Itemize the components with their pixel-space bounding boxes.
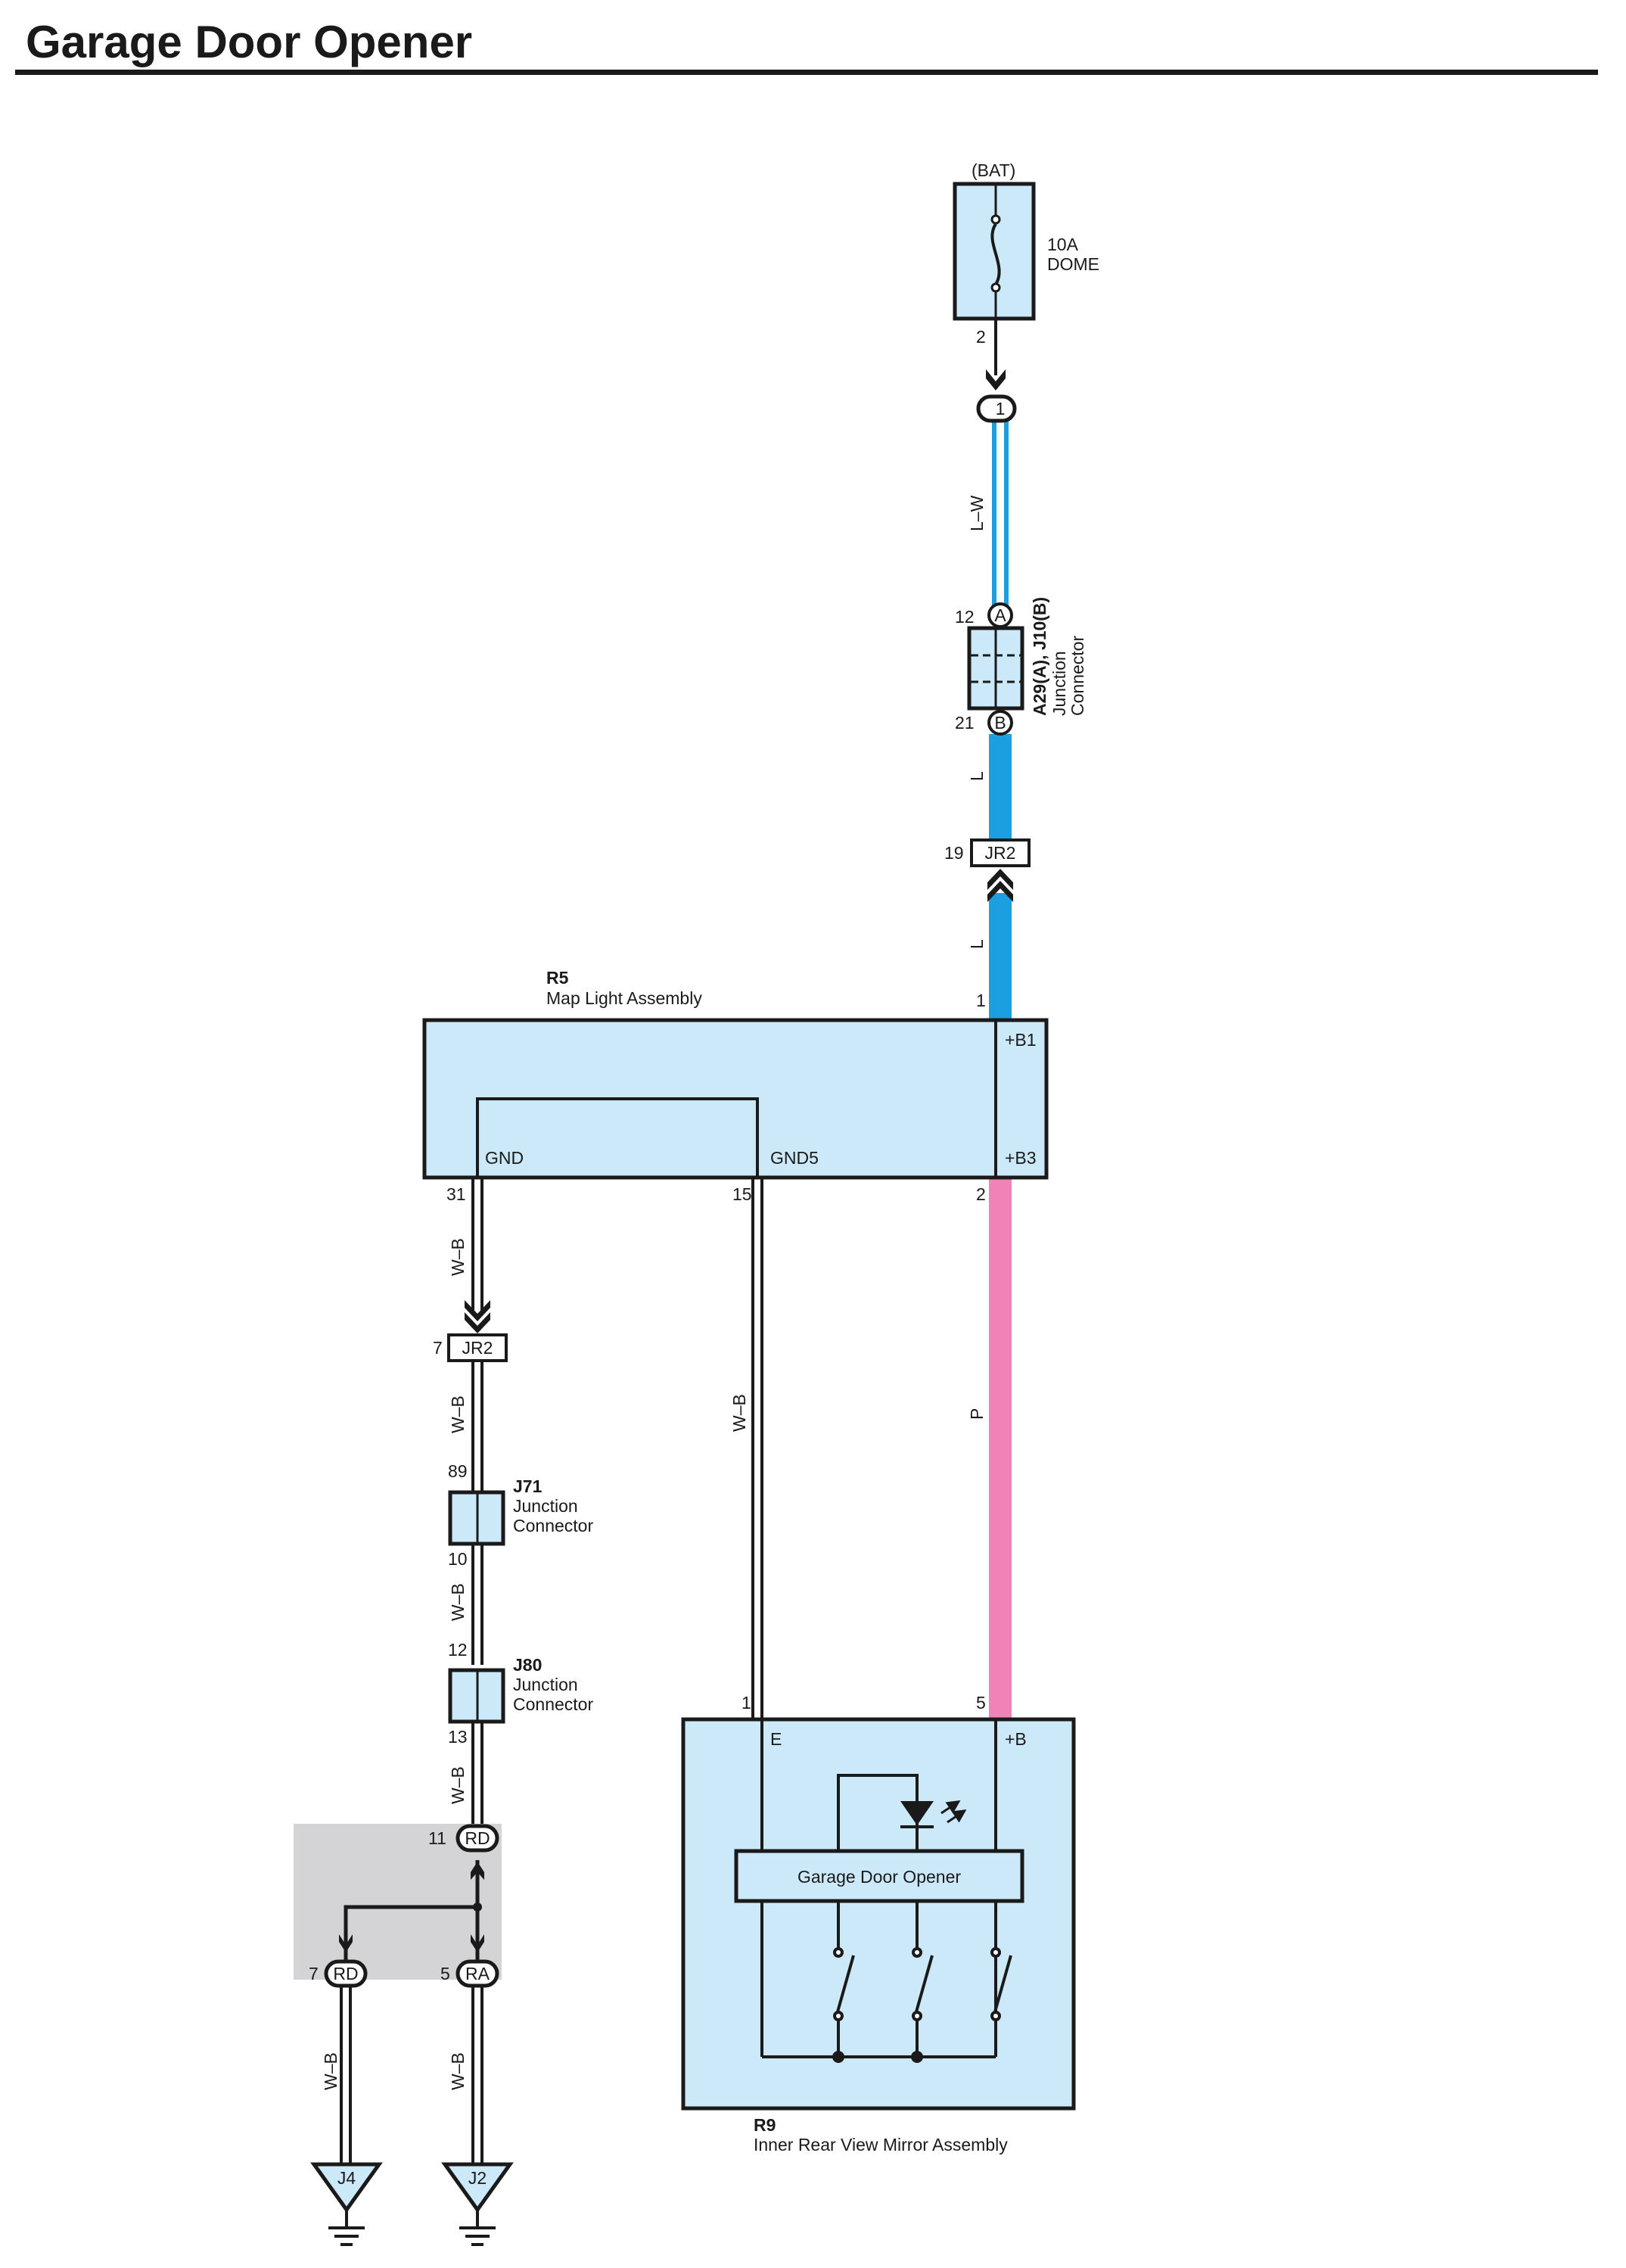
r5-terminal-gnd5: GND5 bbox=[770, 1148, 819, 1168]
junction-a29-letter-top: A bbox=[994, 605, 1006, 625]
junction-a29-pin-bottom: 21 bbox=[955, 713, 975, 733]
r5-pin-15: 15 bbox=[732, 1184, 752, 1204]
wire-label-l2: L bbox=[967, 939, 987, 949]
junction-a29-line1: Junction bbox=[1049, 651, 1069, 716]
j71-line2: Connector bbox=[513, 1516, 593, 1535]
jr2-left-chevron-icon bbox=[465, 1300, 490, 1321]
j80-line2: Connector bbox=[513, 1694, 593, 1714]
r9-pin-1: 1 bbox=[741, 1693, 751, 1713]
ground-j2-label: J2 bbox=[468, 2168, 487, 2188]
garage-door-opener-module bbox=[734, 1849, 1024, 1903]
inline-connector-1 bbox=[976, 394, 1017, 423]
fuse-rating-label: 10A bbox=[1047, 235, 1079, 254]
wire-l-lower bbox=[989, 893, 1012, 1020]
wire-label-wb1: W–B bbox=[448, 1238, 468, 1276]
r5-id: R5 bbox=[546, 968, 569, 988]
wire-label-wb5: W–B bbox=[729, 1394, 749, 1432]
wire-w-b-j4 bbox=[340, 1986, 352, 2164]
j71-pin-top: 89 bbox=[448, 1461, 468, 1481]
splice-rd-top bbox=[455, 1824, 499, 1853]
junction-a29-dividers bbox=[971, 628, 1021, 708]
splice-rd-top-label: RD bbox=[465, 1828, 490, 1848]
jr2-left-id: JR2 bbox=[462, 1338, 493, 1358]
j80-pin-bottom: 13 bbox=[448, 1727, 468, 1747]
j71-line1: Junction bbox=[513, 1496, 578, 1516]
wire-w-b-gnd bbox=[471, 1179, 483, 1824]
page-title: Garage Door Opener bbox=[26, 17, 472, 67]
jr2-top-id: JR2 bbox=[985, 843, 1016, 863]
j80-line1: Junction bbox=[513, 1675, 578, 1694]
wire-label-wb3: W–B bbox=[448, 1583, 468, 1621]
junction-dot bbox=[832, 2051, 844, 2063]
wire-l-w bbox=[992, 421, 1009, 605]
wire-p bbox=[989, 1179, 1012, 1718]
ground-j4-label: J4 bbox=[337, 2168, 356, 2188]
splice-ra-label: RA bbox=[465, 1964, 490, 1983]
wire-label-wb2: W–B bbox=[448, 1395, 468, 1433]
r9-terminal-e: E bbox=[770, 1729, 782, 1749]
r5-terminal-b1: +B1 bbox=[1005, 1030, 1037, 1050]
r5-terminal-gnd: GND bbox=[485, 1148, 524, 1168]
ground-j2-icon bbox=[441, 2162, 514, 2246]
r5-name: Map Light Assembly bbox=[546, 988, 702, 1008]
r5-terminal-b3: +B3 bbox=[1005, 1148, 1037, 1168]
splice-ra-pin: 5 bbox=[440, 1964, 450, 1983]
wire-label-lw: L–W bbox=[967, 495, 987, 531]
r9-terminal-b: +B bbox=[1005, 1729, 1027, 1749]
r9-id: R9 bbox=[754, 2115, 776, 2135]
junction-dot bbox=[911, 2051, 923, 2063]
junction-a29-pin-top: 12 bbox=[955, 607, 975, 627]
junction-a29-line2: Connector bbox=[1068, 636, 1087, 716]
wire-label-l1: L bbox=[967, 771, 987, 781]
jr2-top-chevron2-icon bbox=[987, 881, 1013, 902]
title-rule bbox=[15, 70, 1598, 75]
wire-label-wb4: W–B bbox=[448, 1766, 468, 1804]
j80-pin-top: 12 bbox=[448, 1640, 468, 1660]
junction-a29-letter-bottom: B bbox=[994, 713, 1006, 733]
jr2-left-pin: 7 bbox=[433, 1338, 443, 1358]
r9-pin-5: 5 bbox=[976, 1693, 986, 1713]
fuse-pin-label: 2 bbox=[976, 327, 986, 347]
r9-name: Inner Rear View Mirror Assembly bbox=[754, 2135, 1008, 2154]
splice-rd bbox=[324, 1959, 368, 1988]
inline-connector-pin: 1 bbox=[996, 399, 1006, 418]
jr2-top-connector bbox=[970, 838, 1031, 867]
r9-inner-rear-view-mirror-assembly bbox=[681, 1717, 1076, 2111]
fuse-source-label: (BAT) bbox=[972, 160, 1015, 180]
garage-door-opener-label: Garage Door Opener bbox=[797, 1867, 961, 1887]
switch-icon bbox=[833, 1901, 1012, 2057]
wire-w-b-gnd5 bbox=[751, 1179, 763, 1718]
jr2-left-connector bbox=[447, 1333, 508, 1362]
fuse-name-label: DOME bbox=[1047, 254, 1099, 274]
r5-internal-gnd-line bbox=[476, 1097, 759, 1178]
splice-branch bbox=[339, 1860, 484, 1962]
splice-ra bbox=[455, 1959, 499, 1988]
r5-pin-1: 1 bbox=[976, 991, 986, 1010]
j71-id: J71 bbox=[513, 1476, 543, 1496]
jr2-left-chevron2-icon bbox=[465, 1312, 490, 1333]
connector-chevron-icon bbox=[986, 369, 1006, 390]
ground-j4-icon bbox=[310, 2162, 383, 2246]
wire-label-wb-j2: W–B bbox=[448, 2052, 468, 2090]
wire-w-b-j2 bbox=[471, 1986, 483, 2164]
j80-id: J80 bbox=[513, 1655, 542, 1675]
fuse-icon bbox=[990, 185, 1001, 319]
r5-pin-2: 2 bbox=[976, 1184, 986, 1204]
splice-rd-pin: 7 bbox=[309, 1964, 319, 1983]
splice-rd-label: RD bbox=[333, 1964, 358, 1983]
splice-rd-top-pin: 11 bbox=[428, 1828, 446, 1848]
jr2-top-pin: 19 bbox=[944, 843, 964, 863]
junction-a29-bottom-circle bbox=[987, 710, 1013, 736]
wire-label-p: P bbox=[967, 1408, 987, 1420]
jr2-top-chevron-icon bbox=[987, 869, 1013, 890]
wire-l-upper bbox=[989, 734, 1012, 840]
wire-label-wb-j4: W–B bbox=[321, 2052, 340, 2090]
led-icon bbox=[900, 1800, 967, 1828]
j71-pin-bottom: 10 bbox=[448, 1549, 468, 1569]
r5-pin-31: 31 bbox=[446, 1184, 466, 1204]
junction-a29-id: A29(A), J10(B) bbox=[1030, 597, 1049, 716]
